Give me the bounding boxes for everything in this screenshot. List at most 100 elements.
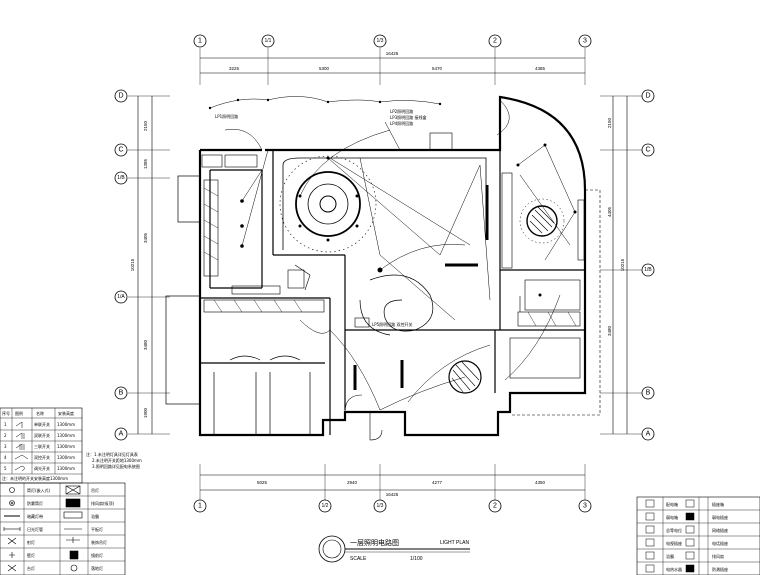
- legend-cell: 日光灯管: [27, 526, 43, 532]
- legend-cell: 台灯: [27, 565, 35, 571]
- svg-text:1900: 1900: [143, 407, 148, 418]
- legend-cell: 4: [4, 455, 7, 460]
- axis-label: 1/1: [265, 38, 272, 44]
- legend-cell: 浴霸: [91, 513, 99, 519]
- svg-text:2150: 2150: [143, 120, 148, 131]
- dim-bottom-total: 16425: [386, 492, 399, 497]
- legend-cell: 网络插座: [712, 527, 728, 533]
- legend-cell: 防溅插座: [712, 566, 728, 572]
- legend-cell: 弱电插座: [712, 514, 728, 520]
- axis-label: 1/A: [117, 294, 125, 300]
- dim-left: 2150 1385 3405 3480 1900 10215: [130, 120, 148, 418]
- legend-footer: 注：未注明的开关安装高度1300mm: [2, 475, 68, 481]
- legend-cell: 配电箱: [666, 501, 678, 507]
- cabinet-strips: [203, 172, 585, 327]
- axis-label: 2: [493, 38, 497, 45]
- doors: [294, 132, 521, 441]
- svg-text:3480: 3480: [143, 339, 148, 350]
- legend-cell: 双联开关: [34, 432, 50, 438]
- legend-cell: 平板灯: [91, 526, 103, 532]
- axis-label: 1/B: [117, 175, 125, 181]
- legend-cell: 电话插座: [712, 540, 728, 546]
- drawing-title-en: LIGHT PLAN: [440, 540, 470, 546]
- axis-grid-lines: [128, 48, 642, 500]
- svg-text:1385: 1385: [143, 158, 148, 169]
- axis-label: B: [119, 390, 124, 397]
- legend-cell: 总等电位: [666, 527, 682, 533]
- dimension-lines: [137, 57, 628, 491]
- legend-cell: 浴霸: [666, 553, 674, 559]
- legend-cell: 装饰吊灯: [91, 539, 107, 545]
- interior-walls: [200, 150, 585, 435]
- lower-left-fixtures: [213, 355, 311, 434]
- axis-label: 1/3: [377, 503, 384, 509]
- legend-cell: 镜前灯: [91, 552, 103, 558]
- spot-lights: [208, 98, 577, 297]
- axis-label: 1: [198, 503, 202, 510]
- dim-bottom-seg: 4350: [535, 480, 546, 485]
- axis-label: D: [118, 93, 123, 100]
- axis-label: 3: [583, 38, 587, 45]
- axis-label: D: [645, 93, 650, 100]
- annotation-text: LP3照明回路 接线盒: [390, 114, 426, 120]
- annotation-text: LP2照明回路: [390, 108, 413, 114]
- axis-label: A: [646, 431, 651, 438]
- svg-text:2150: 2150: [607, 117, 612, 128]
- cabinet-hatch: [203, 187, 577, 327]
- legend-cell: 防雾筒灯: [27, 500, 43, 506]
- dashed-outline: [510, 189, 601, 416]
- dim-top-seg: 3225: [229, 66, 240, 71]
- note-line: 3.照明回路详见配电系统图: [92, 463, 140, 469]
- svg-text:3405: 3405: [143, 232, 148, 243]
- axis-label: C: [645, 147, 650, 154]
- svg-text:10215: 10215: [130, 258, 135, 271]
- axis-label: 3: [583, 503, 587, 510]
- legend-cell: 壁灯: [27, 552, 35, 558]
- title-symbol: [318, 535, 470, 563]
- legend-cell: 3: [4, 444, 7, 449]
- axis-label: 1/2: [322, 503, 329, 509]
- legend-cell: 三联开关: [34, 443, 50, 449]
- dim-top-seg: 5470: [432, 66, 443, 71]
- axis-bubbles: [114, 34, 655, 513]
- legend-cell: 1300mm: [57, 422, 75, 427]
- annotation-text: LP5照明回路 双控开关: [372, 321, 412, 327]
- legend-cell: 排风扇: [712, 553, 724, 559]
- svg-text:3480: 3480: [607, 325, 612, 336]
- svg-text:4405: 4405: [607, 206, 612, 217]
- legend-cell: 调光开关: [34, 465, 50, 471]
- legend-cell: 射灯: [27, 539, 35, 545]
- note-line: 2.未注明开关距地1300mm: [92, 457, 142, 463]
- dim-bottom-seg: 2940: [347, 480, 358, 485]
- legend-cell: 1300mm: [57, 433, 75, 438]
- legend-cell: 2: [4, 433, 7, 438]
- legend-cell: 双控开关: [34, 454, 50, 460]
- axis-label: A: [119, 431, 124, 438]
- legend-cell: 1300mm: [57, 466, 75, 471]
- wiring-circuits: [209, 96, 576, 411]
- legend-cell: 插座箱: [712, 501, 724, 507]
- legend-header: 安装高度: [58, 410, 74, 416]
- dim-bottom-seg: 5025: [257, 480, 268, 485]
- legend-cell: 吊灯: [91, 487, 99, 493]
- legend-header: 序号: [2, 410, 10, 416]
- dim-bottom-seg: 4277: [432, 480, 443, 485]
- legend-cell: 1300mm: [57, 444, 75, 449]
- axis-label: B: [646, 390, 651, 397]
- terrace-left: [165, 295, 201, 405]
- annotation-text: LP1照明回路: [215, 113, 238, 119]
- legend-cell: 电视插座: [666, 540, 682, 546]
- ceiling-central: [279, 155, 487, 253]
- legend-header: 名称: [36, 410, 44, 416]
- right-legend-table: [636, 496, 760, 575]
- axis-label: 1/B: [644, 267, 652, 273]
- note-line: 注：1.未注明灯具详见灯具表: [86, 451, 138, 457]
- dim-top-seg: 4385: [535, 66, 546, 71]
- legend-cell: 暗藏灯带: [27, 513, 43, 519]
- wall-lamps: [353, 185, 489, 390]
- bay-window-left: [177, 175, 201, 223]
- annotation-labels: LP1照明回路 LP2照明回路 LP3照明回路 接线盒 LP4照明回路 LP5照…: [215, 108, 426, 327]
- legend-cell: 弱电箱: [666, 514, 678, 520]
- axis-label: 1: [198, 38, 202, 45]
